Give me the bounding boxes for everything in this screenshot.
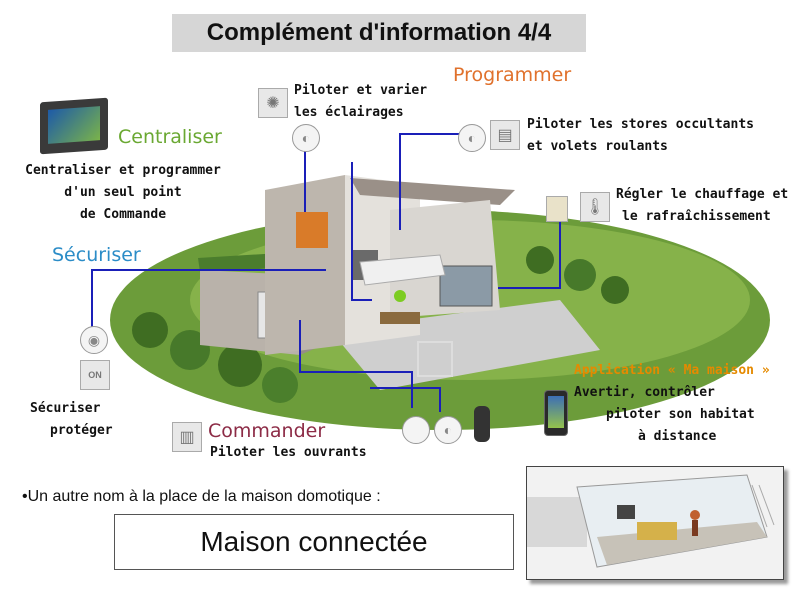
centraliser-heading: Centraliser [118, 126, 222, 148]
gate-icon: ▥ [172, 422, 202, 452]
bush [564, 259, 596, 291]
cable [527, 497, 587, 547]
bush [132, 312, 168, 348]
bush [601, 276, 629, 304]
shutter-icon: ▤ [490, 120, 520, 150]
dimmer-switch-icon: ◐ [292, 124, 320, 152]
centraliser-line: d'un seul point [64, 185, 182, 200]
wire-remote [370, 387, 441, 412]
person [690, 510, 700, 520]
indicator-light [394, 290, 406, 302]
sensor-icon: ON [80, 360, 110, 390]
chauffage-text: Régler le chauffage et le rafraîchisseme… [616, 184, 788, 228]
wire-centraliser [351, 162, 372, 301]
smartphone-icon [544, 390, 568, 436]
bush [262, 367, 298, 403]
rj45-house-illustration [527, 474, 775, 568]
siren-icon: ◉ [80, 326, 108, 354]
wire-commander [299, 320, 413, 408]
bay-window [439, 265, 493, 307]
remote-icon [474, 406, 490, 442]
centraliser-text: Centraliser et programmer d'un seul poin… [18, 160, 228, 226]
eclairage-text: Piloter et varier les éclairages [294, 80, 427, 124]
securiser-text: Sécuriser protéger [30, 398, 113, 442]
securiser-heading: Sécuriser [52, 244, 141, 266]
gate [417, 341, 453, 377]
touch-panel-icon [40, 97, 108, 155]
awning [359, 254, 446, 286]
centraliser-line: de Commande [79, 207, 167, 222]
stores-text: Piloter les stores occultants et volets … [527, 114, 754, 158]
patio-table [380, 312, 420, 324]
thermostat-icon [546, 196, 568, 222]
connector-pins [751, 484, 775, 528]
thermometer-icon: 🌡 [580, 192, 610, 222]
shutter-switch-icon: ◐ [458, 124, 486, 152]
connected-home-photo [526, 466, 784, 580]
window-upper [296, 212, 328, 248]
centraliser-line: Centraliser et programmer [25, 163, 221, 178]
wire-chauffage [498, 222, 561, 289]
answer-box: Maison connectée [114, 514, 514, 570]
stores-line: et volets roulants [527, 139, 668, 154]
securiser-line: Sécuriser [30, 401, 101, 416]
chauffage-line: Régler le chauffage et [616, 187, 789, 202]
wiring [91, 133, 561, 412]
bulb-icon: ✺ [258, 88, 288, 118]
question-text: •Un autre nom à la place de la maison do… [22, 488, 381, 505]
programmer-heading: Programmer [453, 64, 572, 86]
switch-icon [402, 416, 430, 444]
room-furniture [637, 522, 677, 540]
room-screen [617, 505, 635, 519]
page-title: Complément d'information 4/4 [172, 14, 586, 52]
touch-panel-screen [48, 106, 100, 144]
application-title: Application « Ma maison » [574, 363, 770, 378]
application-line: à distance [638, 429, 717, 444]
application-text: Avertir, contrôler piloter son habitat à… [574, 382, 755, 448]
bush [218, 343, 262, 387]
connector-floor [597, 522, 767, 565]
commander-heading: Commander [208, 420, 326, 442]
stores-line: Piloter les stores occultants [527, 117, 754, 132]
dimmer-icon: ◐ [434, 416, 462, 444]
application-line: Avertir, contrôler [574, 385, 715, 400]
person-body [692, 520, 698, 536]
bush [526, 246, 554, 274]
chauffage-line: le rafraîchissement [622, 209, 771, 224]
eclairage-line: Piloter et varier [294, 83, 428, 98]
commander-text: Piloter les ouvrants [210, 445, 367, 460]
smartphone-screen [548, 396, 564, 428]
eclairage-line: les éclairages [294, 105, 404, 120]
wire-stores [399, 133, 462, 230]
pergola [350, 178, 515, 205]
securiser-line: protéger [50, 423, 113, 438]
application-line: piloter son habitat [606, 407, 755, 422]
wire-securiser [91, 269, 326, 328]
